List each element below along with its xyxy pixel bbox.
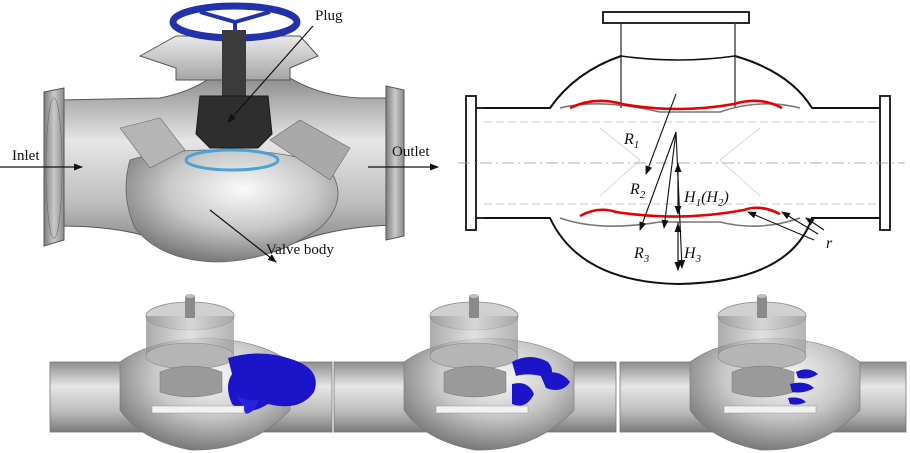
cavitation-region <box>540 372 570 390</box>
cut-face <box>119 117 186 169</box>
upper-red-profile <box>569 99 783 111</box>
valve-body-leader-arrow <box>209 209 277 263</box>
r2-label: R2 <box>629 181 646 201</box>
h3-label: H3 <box>683 245 702 265</box>
cavitation-panel-3 <box>619 294 907 451</box>
cavitation-region <box>228 353 316 411</box>
cavitation-panel-1 <box>49 294 333 451</box>
outer-body-contour <box>484 55 880 109</box>
plug-label: Plug <box>315 8 343 24</box>
cavitation-region <box>512 357 552 378</box>
bonnet-cap <box>602 11 750 24</box>
inlet-label: Inlet <box>12 148 40 164</box>
h1h2-label: H1(H2) <box>683 189 729 209</box>
valve-schematic <box>458 11 905 286</box>
valve-plug <box>195 95 273 149</box>
plug-leader-arrow <box>227 25 314 123</box>
cavitation-region <box>796 369 818 379</box>
cavitation-panel-2 <box>333 294 617 451</box>
r1-label: R1 <box>623 131 639 151</box>
cavitation-region <box>790 382 814 393</box>
r-small-label: r <box>826 235 833 252</box>
cavitation-region <box>788 397 806 405</box>
cavitation-region <box>512 383 534 406</box>
outlet-flange <box>385 85 405 241</box>
r3-label: R3 <box>633 245 650 265</box>
valve-stem <box>222 30 246 100</box>
valve-cutaway: Plug Inlet Outlet Valve body <box>0 2 439 263</box>
valve-body-label: Valve body <box>266 242 334 258</box>
cavitation-panels <box>49 294 907 451</box>
seat-ring <box>184 148 280 172</box>
outlet-label: Outlet <box>392 144 430 160</box>
cut-face-right <box>269 119 351 181</box>
